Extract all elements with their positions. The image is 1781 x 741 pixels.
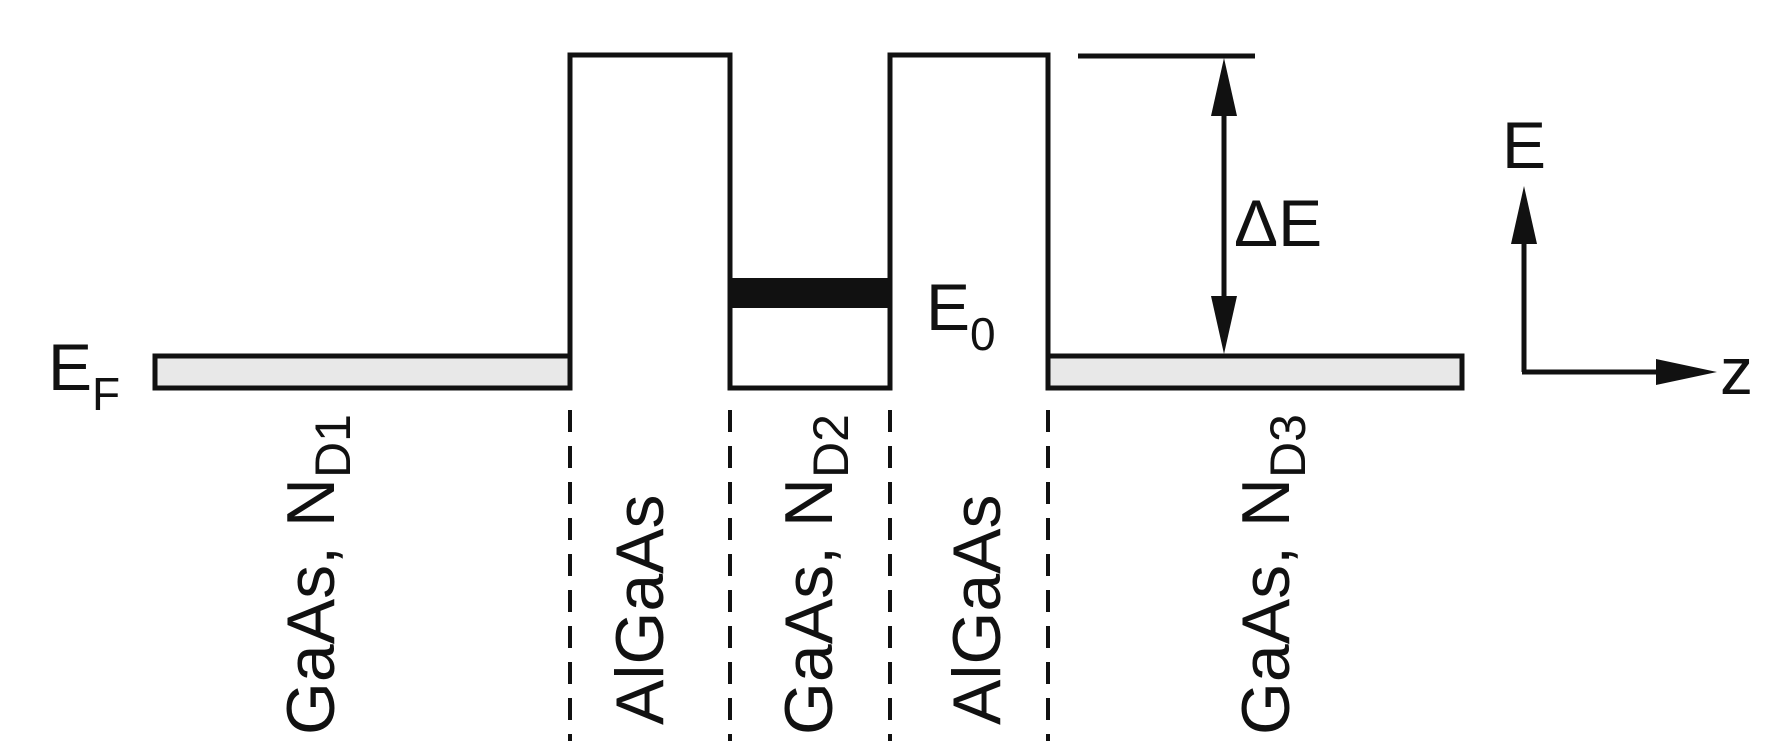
layer-boundaries <box>568 410 1050 741</box>
layer-label-emitter: GaAs, ND1 <box>273 414 361 735</box>
ground-state-label: E0 <box>926 270 996 360</box>
energy-axis-label: E <box>1502 108 1546 182</box>
fermi-level-label: EF <box>48 330 120 420</box>
layer-label-well: GaAs, ND2 <box>771 414 859 735</box>
barrier-height-label: ΔE <box>1234 186 1322 260</box>
z-axis-arrowhead <box>1656 359 1717 385</box>
barrier-height-arrow-head-down <box>1211 296 1237 354</box>
energy-axis-arrowhead <box>1511 186 1537 244</box>
ground-state-level-bar <box>730 278 890 308</box>
left-fermi-sea-bar <box>152 353 573 391</box>
conduction-band-edge <box>567 52 1051 391</box>
right-fermi-sea-bar <box>1045 353 1465 391</box>
layer-label-barrier-1: AlGaAs <box>602 494 678 725</box>
z-axis-label: z <box>1720 334 1753 408</box>
layer-label-barrier-2: AlGaAs <box>939 494 1015 725</box>
barrier-height-arrow-head-up <box>1211 58 1237 116</box>
layer-label-collector: GaAs, ND3 <box>1228 414 1316 735</box>
